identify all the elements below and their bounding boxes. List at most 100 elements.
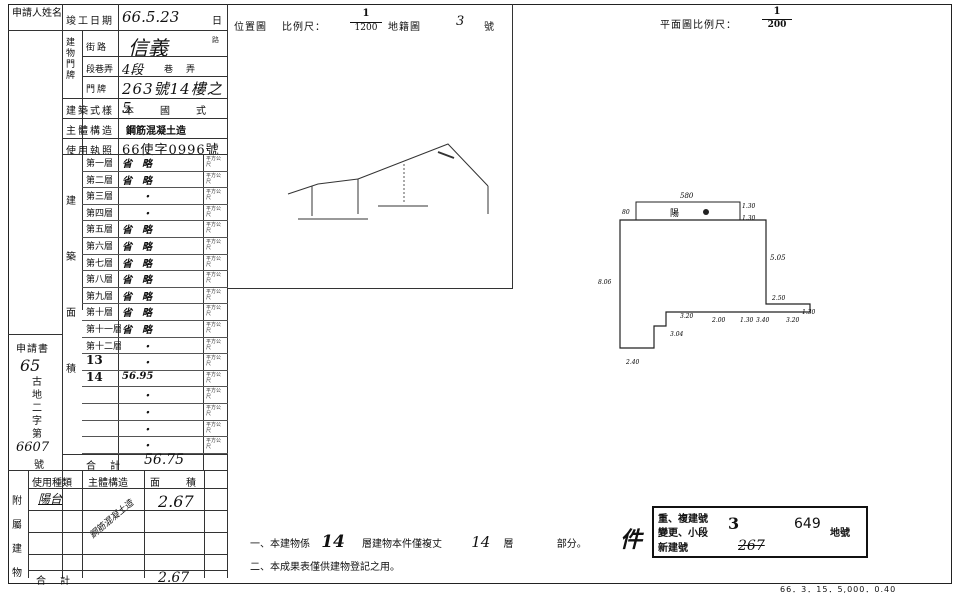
location-map-label: 位置圖 <box>234 22 267 33</box>
location-map-panel: 位置圖 比例尺： 1 1200 地籍圖 3 號 <box>228 4 513 289</box>
stamp-lot-suffix: 地號 <box>830 528 850 539</box>
floor-row: ・平方公尺 <box>82 420 228 438</box>
unit-label: 平方公尺 <box>206 172 222 185</box>
attached-total-label: 合 計 <box>36 576 72 587</box>
floor-label: 第六層 <box>86 242 114 252</box>
floor-row: 第七層省 略平方公尺 <box>82 254 228 272</box>
plan-dim: 1.30 <box>742 215 756 222</box>
footnote-line1: 一、本建物係 14 層建物本件僅複丈 14 層 部分。 <box>250 532 587 552</box>
footnote-line2: 二、本成果表僅供建物登記之用。 <box>250 562 400 573</box>
plan-dim: 8.06 <box>598 279 612 286</box>
map-sheet-value: 3 <box>456 14 465 29</box>
floor-area-value: ・ <box>122 391 152 403</box>
attached-struct-value: 鋼筋混凝土造 <box>88 498 136 541</box>
floor-label: 第一層 <box>86 159 114 169</box>
floor-label: 13 <box>86 353 103 368</box>
floor-row: 13 ・ 平方公尺 <box>82 353 228 371</box>
floor-row: 第十層省 略 平方公尺 <box>82 303 228 321</box>
floor-plan: 陽 580 1.30 1.30 5.05 8.06 3.20 2.00 1.30… <box>598 192 816 366</box>
floor-label: 第七層 <box>86 258 114 269</box>
license-label: 使用執照 <box>66 146 114 157</box>
plan-dim: 3.20 <box>786 317 800 324</box>
plan-balcony-label: 陽 <box>670 208 679 219</box>
unit-label: 平方公尺 <box>206 322 222 334</box>
floor-section-label: 建 築 面 積 <box>66 196 86 375</box>
location-scale-den: 1200 <box>354 23 378 33</box>
floor-area-value: ・ <box>122 358 152 370</box>
attached-col-use: 使用種類 <box>32 478 72 489</box>
plan-dim: 580 <box>680 192 694 200</box>
unit-label: 平方公尺 <box>206 371 222 384</box>
stamp-line2: 變更、小段 <box>658 528 708 539</box>
style-value: 本 國 式 <box>124 106 208 117</box>
floor-row: 第八層省 略 平方公尺 <box>82 270 228 288</box>
floor-label: 第八層 <box>86 275 114 286</box>
document-border <box>8 4 952 584</box>
land-suffix: 號 <box>34 460 46 471</box>
stamp-line3: 新建號 <box>658 543 688 554</box>
attached-col-struct: 主體構造 <box>88 478 128 489</box>
floor-area-value: 省 略 <box>122 325 152 336</box>
unit-label: 平方公尺 <box>206 255 222 268</box>
floor-area-value: ・ <box>122 208 152 220</box>
unit-label: 平方公尺 <box>206 239 222 251</box>
map-sheet-suffix: 號 <box>484 22 496 33</box>
stamp-left-char: 件 <box>620 527 643 553</box>
floor-area-value: 省 略 <box>122 175 152 187</box>
floor-label: 第十一層 <box>86 325 123 335</box>
plan-dim: 5.05 <box>770 254 786 262</box>
floor-area-value: 省 略 <box>122 242 152 253</box>
unit-label: 平方公尺 <box>206 205 222 218</box>
floor-row: 第三層 ・平方公尺 <box>82 187 228 205</box>
unit-label: 平方公尺 <box>206 305 222 318</box>
unit-label: 平方公尺 <box>206 355 222 368</box>
plan-dim: 1.30 <box>802 309 816 316</box>
stamp-building-no: 267 <box>738 538 765 554</box>
floor-row: 第六層省 略 平方公尺 <box>82 237 228 255</box>
plan-dim: 2.00 <box>711 317 726 324</box>
footnote-suffix: 層 <box>503 539 514 550</box>
floor-area-value: 省 略 <box>122 308 152 320</box>
street-suffix: 路 <box>212 36 219 44</box>
lane-value: 4段 <box>122 63 144 78</box>
floor-row: 第十一層省 略 平方公尺 <box>82 320 228 338</box>
floor-label: 第四層 <box>86 208 114 219</box>
floor-row: 第五層省 略平方公尺 <box>82 220 228 238</box>
footnote-floors: 14 <box>321 532 345 552</box>
attached-section-label: 附屬建物 <box>12 496 22 579</box>
floor-area-value: 56.95 <box>122 370 154 382</box>
unit-label: 平方公尺 <box>206 272 222 285</box>
floor-label: 第十層 <box>86 308 114 319</box>
attached-col-area: 面 積 <box>150 478 198 489</box>
plan-scale-num: 1 <box>773 6 781 17</box>
attached-area-value: 2.67 <box>158 492 194 511</box>
lane-label: 段巷弄 <box>86 65 114 75</box>
stamp-line1: 重、複建號 <box>658 514 708 525</box>
stamp-section-no: 3 <box>728 514 740 533</box>
map-sheet-label: 地籍圖 <box>388 22 421 33</box>
attached-total-value: 2.67 <box>158 570 190 586</box>
plan-scale-label: 平面圖比例尺： <box>660 20 737 31</box>
plan-dim: 2.50 <box>771 295 786 302</box>
footnote-prefix: 一、本建物係 <box>250 539 310 550</box>
number-value: 263號14樓之5 <box>122 80 223 117</box>
plan-dim: 3.20 <box>680 313 694 320</box>
structure-value: 鋼筋混凝土造 <box>126 126 186 137</box>
floor-row: ・平方公尺 <box>82 403 228 421</box>
floor-row: 第一層省 略平方公尺 <box>82 154 228 172</box>
location-scale-label: 比例尺： <box>282 22 326 33</box>
floor-label: 第十二層 <box>86 341 123 352</box>
address-section-label: 建物門牌 <box>66 38 76 81</box>
attached-use-value: 陽台 <box>38 492 63 506</box>
plan-dim: 1.30 <box>740 317 754 324</box>
number-label: 門牌 <box>86 85 109 95</box>
floor-label: 第九層 <box>86 291 114 302</box>
street-label: 街路 <box>86 43 109 53</box>
floor-total-label: 合 計 <box>86 461 122 472</box>
land-label: 古地二字第 <box>32 377 42 440</box>
completion-date-value: 66.5.23 <box>122 8 180 26</box>
floor-area-value: 省 略 <box>122 275 152 287</box>
floor-label: 第三層 <box>86 192 114 203</box>
floor-label: 第二層 <box>86 175 114 186</box>
floor-area-value: 省 略 <box>122 159 152 170</box>
